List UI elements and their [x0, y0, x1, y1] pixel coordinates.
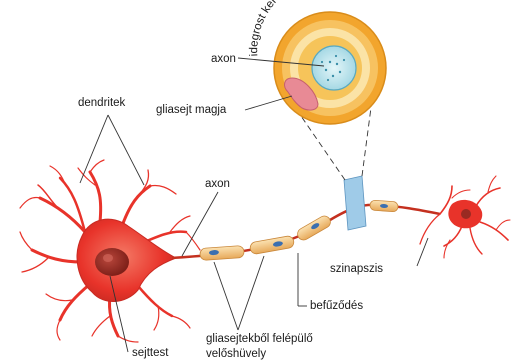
- sheath-segment: [200, 245, 245, 260]
- label-axon-cross-section: axon: [211, 53, 236, 65]
- leader-dendrites-3: [80, 183, 144, 185]
- leader-dendrites-2: [108, 115, 144, 185]
- label-dendrites: dendritek: [78, 97, 126, 109]
- cross-section-plane: [344, 176, 366, 230]
- label-sheath-line-1: gliasejtekből felépülő: [206, 333, 313, 345]
- label-constriction: befűződés: [310, 300, 363, 312]
- label-synapse: szinapszis: [330, 263, 383, 275]
- sheath-segment: [249, 235, 294, 254]
- leader-sheath-1: [214, 262, 238, 330]
- nerve-fiber-cross-section: [274, 12, 386, 124]
- sheath-segment: [295, 214, 332, 242]
- synapse-cell-nucleus: [461, 209, 471, 219]
- synapse-cell: [420, 176, 510, 258]
- axon-core-cross-section: [312, 46, 356, 90]
- label-axon: axon: [205, 178, 230, 190]
- leader-dendrites-1: [80, 115, 108, 183]
- label-glia-nucleus: gliasejt magja: [156, 104, 227, 116]
- leader-glia-nucleus: [245, 96, 292, 110]
- cell-nucleus: [95, 248, 129, 276]
- myelin-sheath: [200, 200, 399, 260]
- leader-axon: [182, 192, 218, 256]
- sheath-segment: [370, 200, 399, 212]
- leader-sheath-2: [238, 256, 264, 330]
- label-sheath-line-2: velőshüvely: [206, 348, 266, 360]
- label-cell-body: sejttest: [132, 347, 169, 359]
- nucleolus: [103, 254, 113, 262]
- leader-synapse: [417, 238, 428, 266]
